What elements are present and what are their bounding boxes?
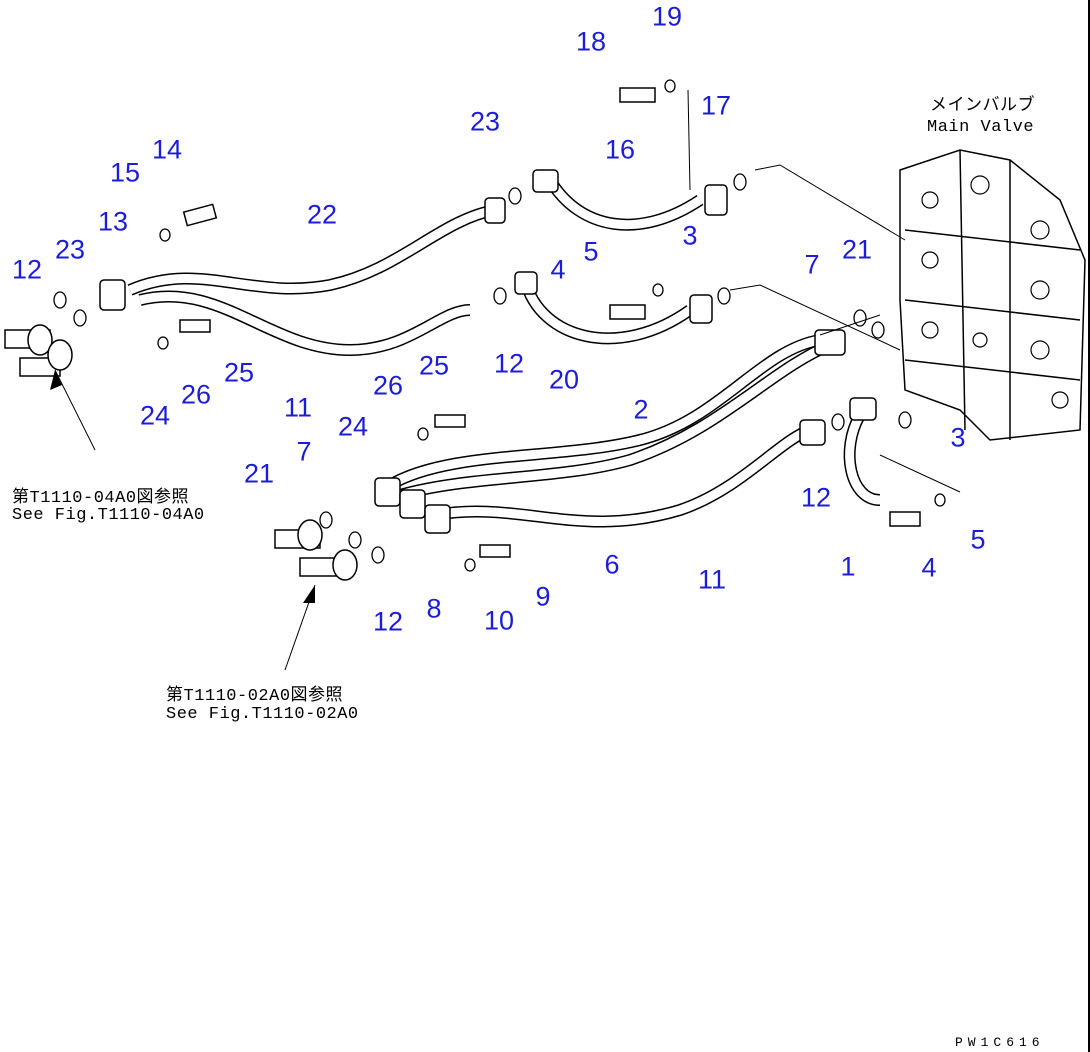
callout: 13	[97, 206, 129, 237]
callout: 26	[180, 379, 212, 410]
callout: 5	[583, 236, 599, 267]
reference-2-en: See Fig.T1110-02A0	[166, 705, 359, 724]
callout: 18	[575, 26, 607, 57]
valve-label-jp: メインバルブ	[930, 97, 1035, 116]
main-valve	[899, 149, 1086, 441]
callout: 16	[604, 134, 636, 165]
callout: 7	[296, 436, 312, 467]
callout: 4	[921, 552, 937, 583]
reference-1-jp: 第T1110-04A0図参照	[12, 489, 190, 508]
callout: 22	[306, 199, 338, 230]
callout: 14	[151, 134, 183, 165]
callout: 24	[337, 411, 369, 442]
callout: 12	[800, 482, 832, 513]
callout: 4	[550, 254, 566, 285]
callout: 15	[109, 157, 141, 188]
callout: 24	[139, 400, 171, 431]
reference-1-en: See Fig.T1110-04A0	[12, 506, 205, 525]
callout: 9	[535, 581, 551, 612]
valve-label-en: Main Valve	[927, 118, 1035, 137]
callout: 5	[970, 524, 986, 555]
callout: 11	[283, 392, 313, 423]
callout: 17	[700, 90, 732, 121]
callout: 23	[54, 234, 86, 265]
callout: 12	[11, 254, 43, 285]
drawing-code: PW1C616	[955, 1035, 1045, 1050]
callout: 11	[697, 564, 727, 595]
callout: 6	[604, 549, 620, 580]
callout: 21	[841, 234, 873, 265]
callout: 1	[840, 551, 856, 582]
callout: 3	[950, 422, 966, 453]
callout: 3	[682, 220, 698, 251]
callout: 12	[372, 606, 404, 637]
callout: 2	[633, 394, 649, 425]
callout: 25	[223, 357, 255, 388]
callout: 19	[651, 1, 683, 32]
callout: 12	[493, 348, 525, 379]
reference-2-jp: 第T1110-02A0図参照	[166, 687, 344, 706]
callout: 7	[804, 249, 820, 280]
callout: 25	[418, 350, 450, 381]
callout: 10	[483, 605, 515, 636]
callout: 20	[548, 364, 580, 395]
callout: 8	[426, 593, 442, 624]
callout: 26	[372, 370, 404, 401]
callout: 23	[469, 106, 501, 137]
callout: 21	[243, 458, 275, 489]
